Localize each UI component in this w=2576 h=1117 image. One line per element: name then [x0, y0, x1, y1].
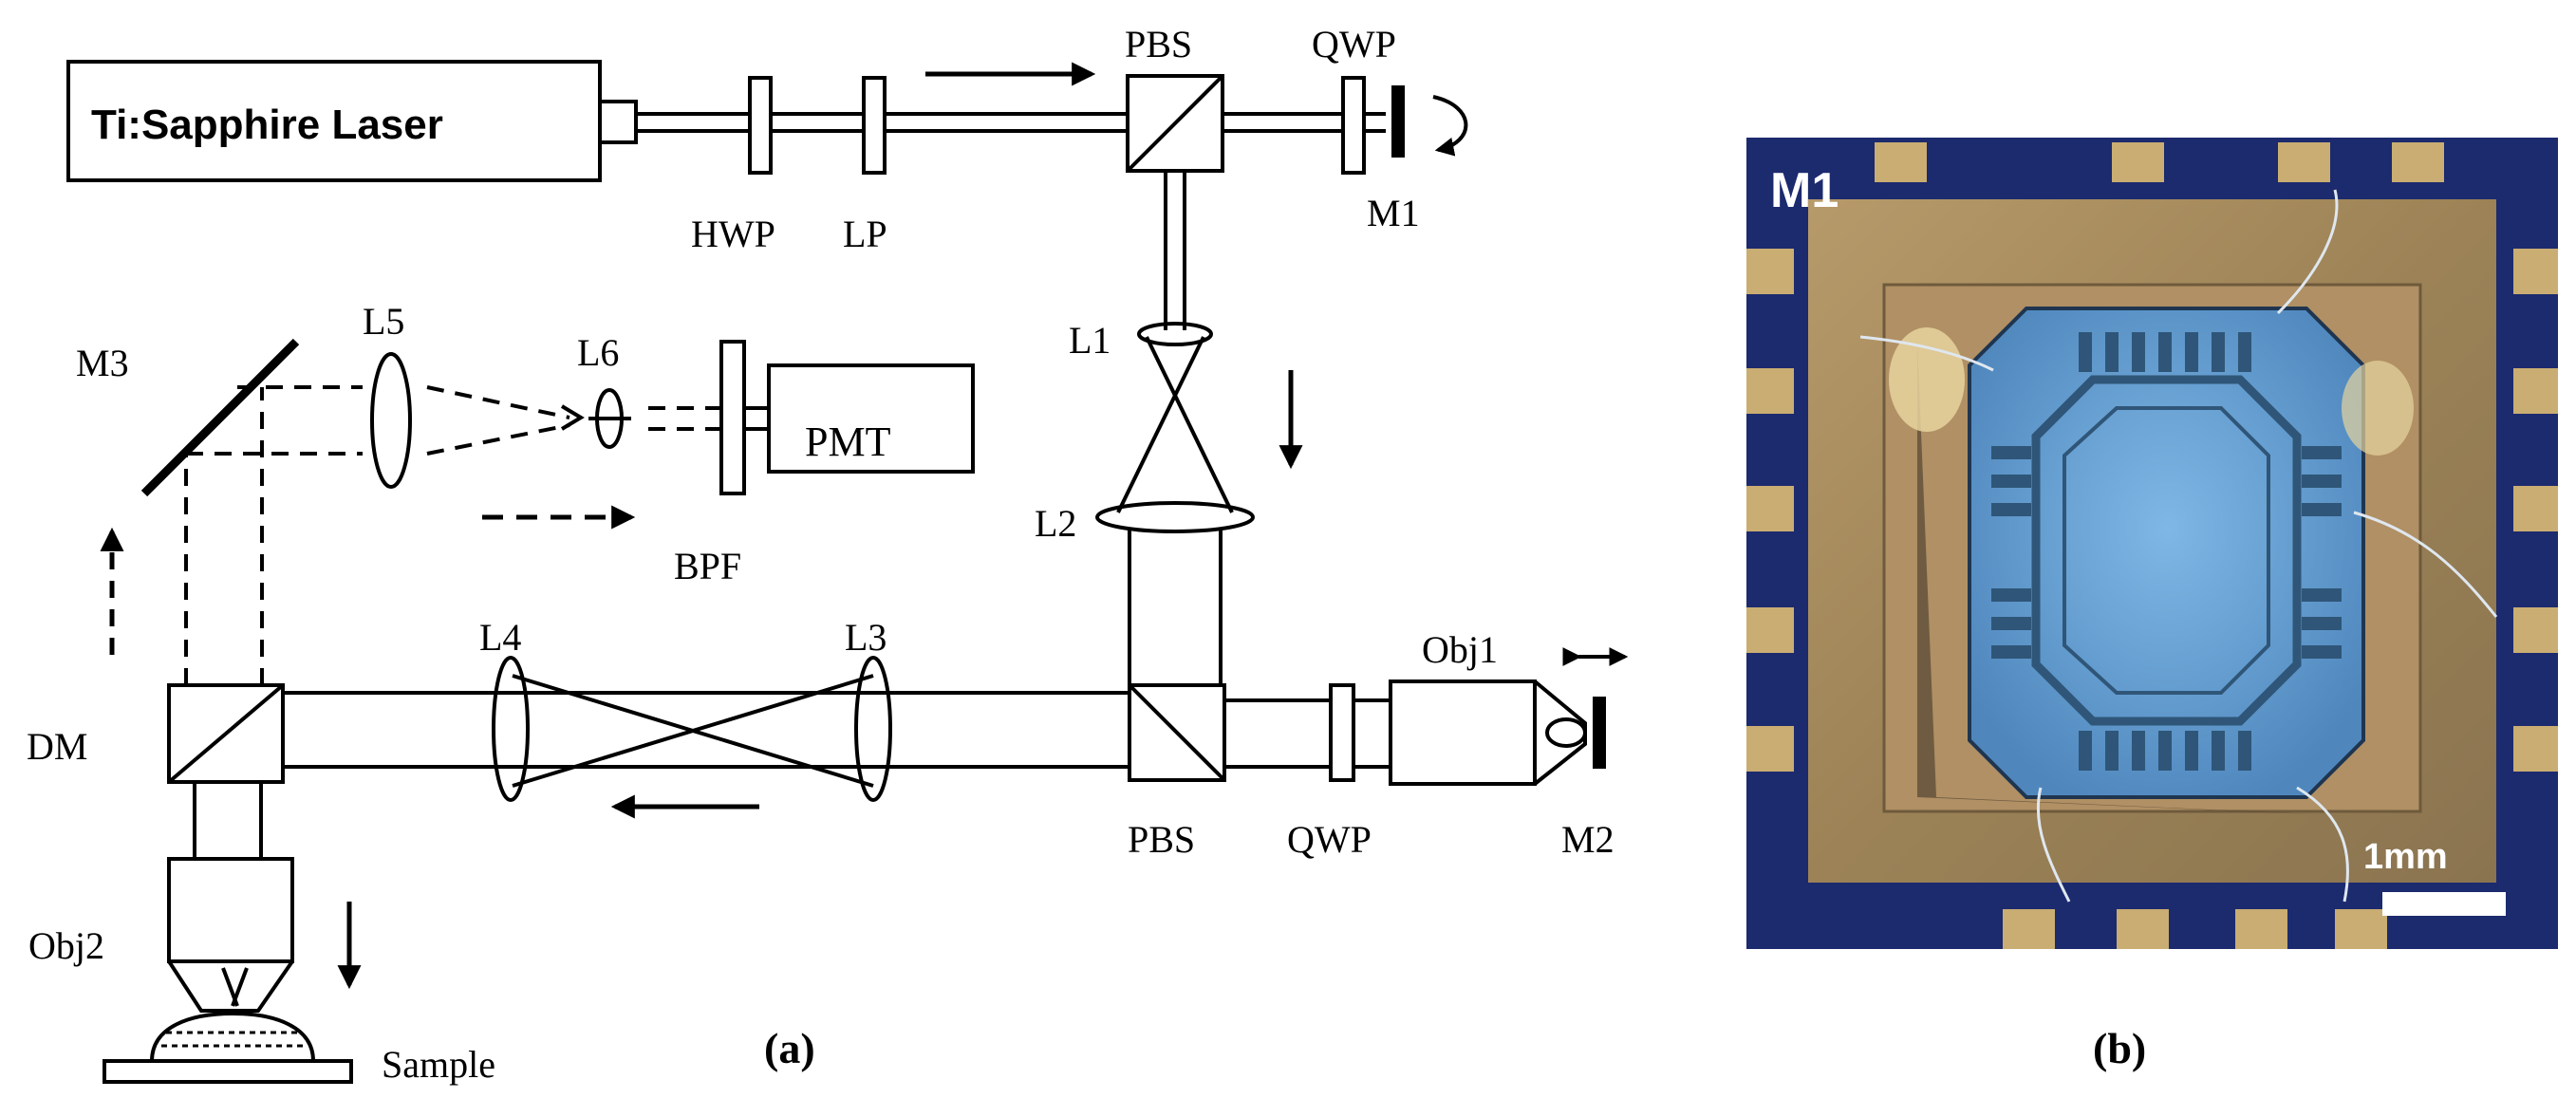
- m3-mirror: [140, 338, 300, 497]
- panel-a-labels: Ti:Sapphire Laser HWP LP PBS QWP M1 L1 L…: [27, 23, 1615, 1086]
- hwp-label: HWP: [691, 213, 775, 255]
- sample-label: Sample: [382, 1043, 495, 1086]
- fluorescence-path: [184, 385, 721, 685]
- scale-bar-label: 1mm: [2363, 837, 2448, 877]
- pbs-bottom-label: PBS: [1128, 818, 1195, 861]
- panel-b-caption: (b): [2093, 1024, 2146, 1072]
- qwp-bottom-plate: [1329, 683, 1355, 782]
- chip-pattern: [2031, 375, 2302, 726]
- lp-label: LP: [843, 213, 887, 255]
- obj2-body: [167, 857, 294, 963]
- chip-die: [1968, 307, 2365, 799]
- scale-bar: [2382, 892, 2506, 916]
- bpf-filter: [719, 340, 746, 495]
- pbs-bottom-diagonal: [1128, 683, 1226, 782]
- qwp-top-label: QWP: [1312, 23, 1396, 65]
- hwp-plate: [748, 76, 773, 175]
- dm-label: DM: [27, 725, 87, 768]
- m2-label: M2: [1561, 818, 1615, 861]
- pmt-box: [767, 363, 975, 474]
- m1-mirror: [1391, 85, 1405, 158]
- pbs-top-diagonal: [1126, 74, 1224, 173]
- l5-lens: [370, 352, 412, 489]
- l4-label: L4: [479, 616, 521, 659]
- sample-slide: [103, 1059, 353, 1084]
- l3-label: L3: [845, 616, 887, 659]
- pmt-connector: [742, 406, 771, 431]
- lp-plate: [862, 76, 887, 175]
- panel-b-photo: 1mm M1: [1746, 138, 2558, 949]
- bpf-label: BPF: [674, 545, 741, 587]
- m2-mirror: [1593, 697, 1606, 769]
- m1-rotation-arrow: [1432, 95, 1468, 157]
- panel-a-schematic: [66, 60, 1629, 1084]
- qwp-bottom-label: QWP: [1287, 818, 1372, 861]
- sample-dome: [149, 1011, 316, 1063]
- pbs-top-label: PBS: [1125, 23, 1192, 65]
- laser-box: [66, 60, 602, 182]
- l4-lens: [492, 656, 530, 802]
- laser-aperture: [598, 100, 638, 144]
- l1-label: L1: [1069, 319, 1111, 362]
- l5-label: L5: [363, 300, 404, 343]
- l6-label: L6: [577, 331, 619, 374]
- obj1-label: Obj1: [1422, 628, 1498, 671]
- obj1-body: [1389, 680, 1537, 786]
- l2-lens: [1095, 501, 1255, 533]
- qwp-top-plate: [1341, 76, 1366, 175]
- chip-electrodes: [1991, 332, 2342, 771]
- panel-a-caption: (a): [764, 1024, 815, 1072]
- m3-label: M3: [76, 342, 129, 384]
- laser-label: Ti:Sapphire Laser: [91, 102, 443, 148]
- l1-lens: [1137, 322, 1213, 346]
- dm-diagonal: [167, 683, 285, 784]
- obj2-cone: [167, 959, 294, 1013]
- obj2-label: Obj2: [28, 924, 104, 967]
- l3-lens: [854, 656, 892, 802]
- obj1-tip: [1533, 680, 1587, 786]
- pmt-label: PMT: [805, 419, 891, 465]
- l2-label: L2: [1035, 502, 1076, 545]
- photo-m1-label: M1: [1770, 163, 1839, 218]
- bond-wires: [1859, 189, 2498, 903]
- bond-pads: [1746, 142, 2558, 949]
- m1-label: M1: [1367, 192, 1420, 234]
